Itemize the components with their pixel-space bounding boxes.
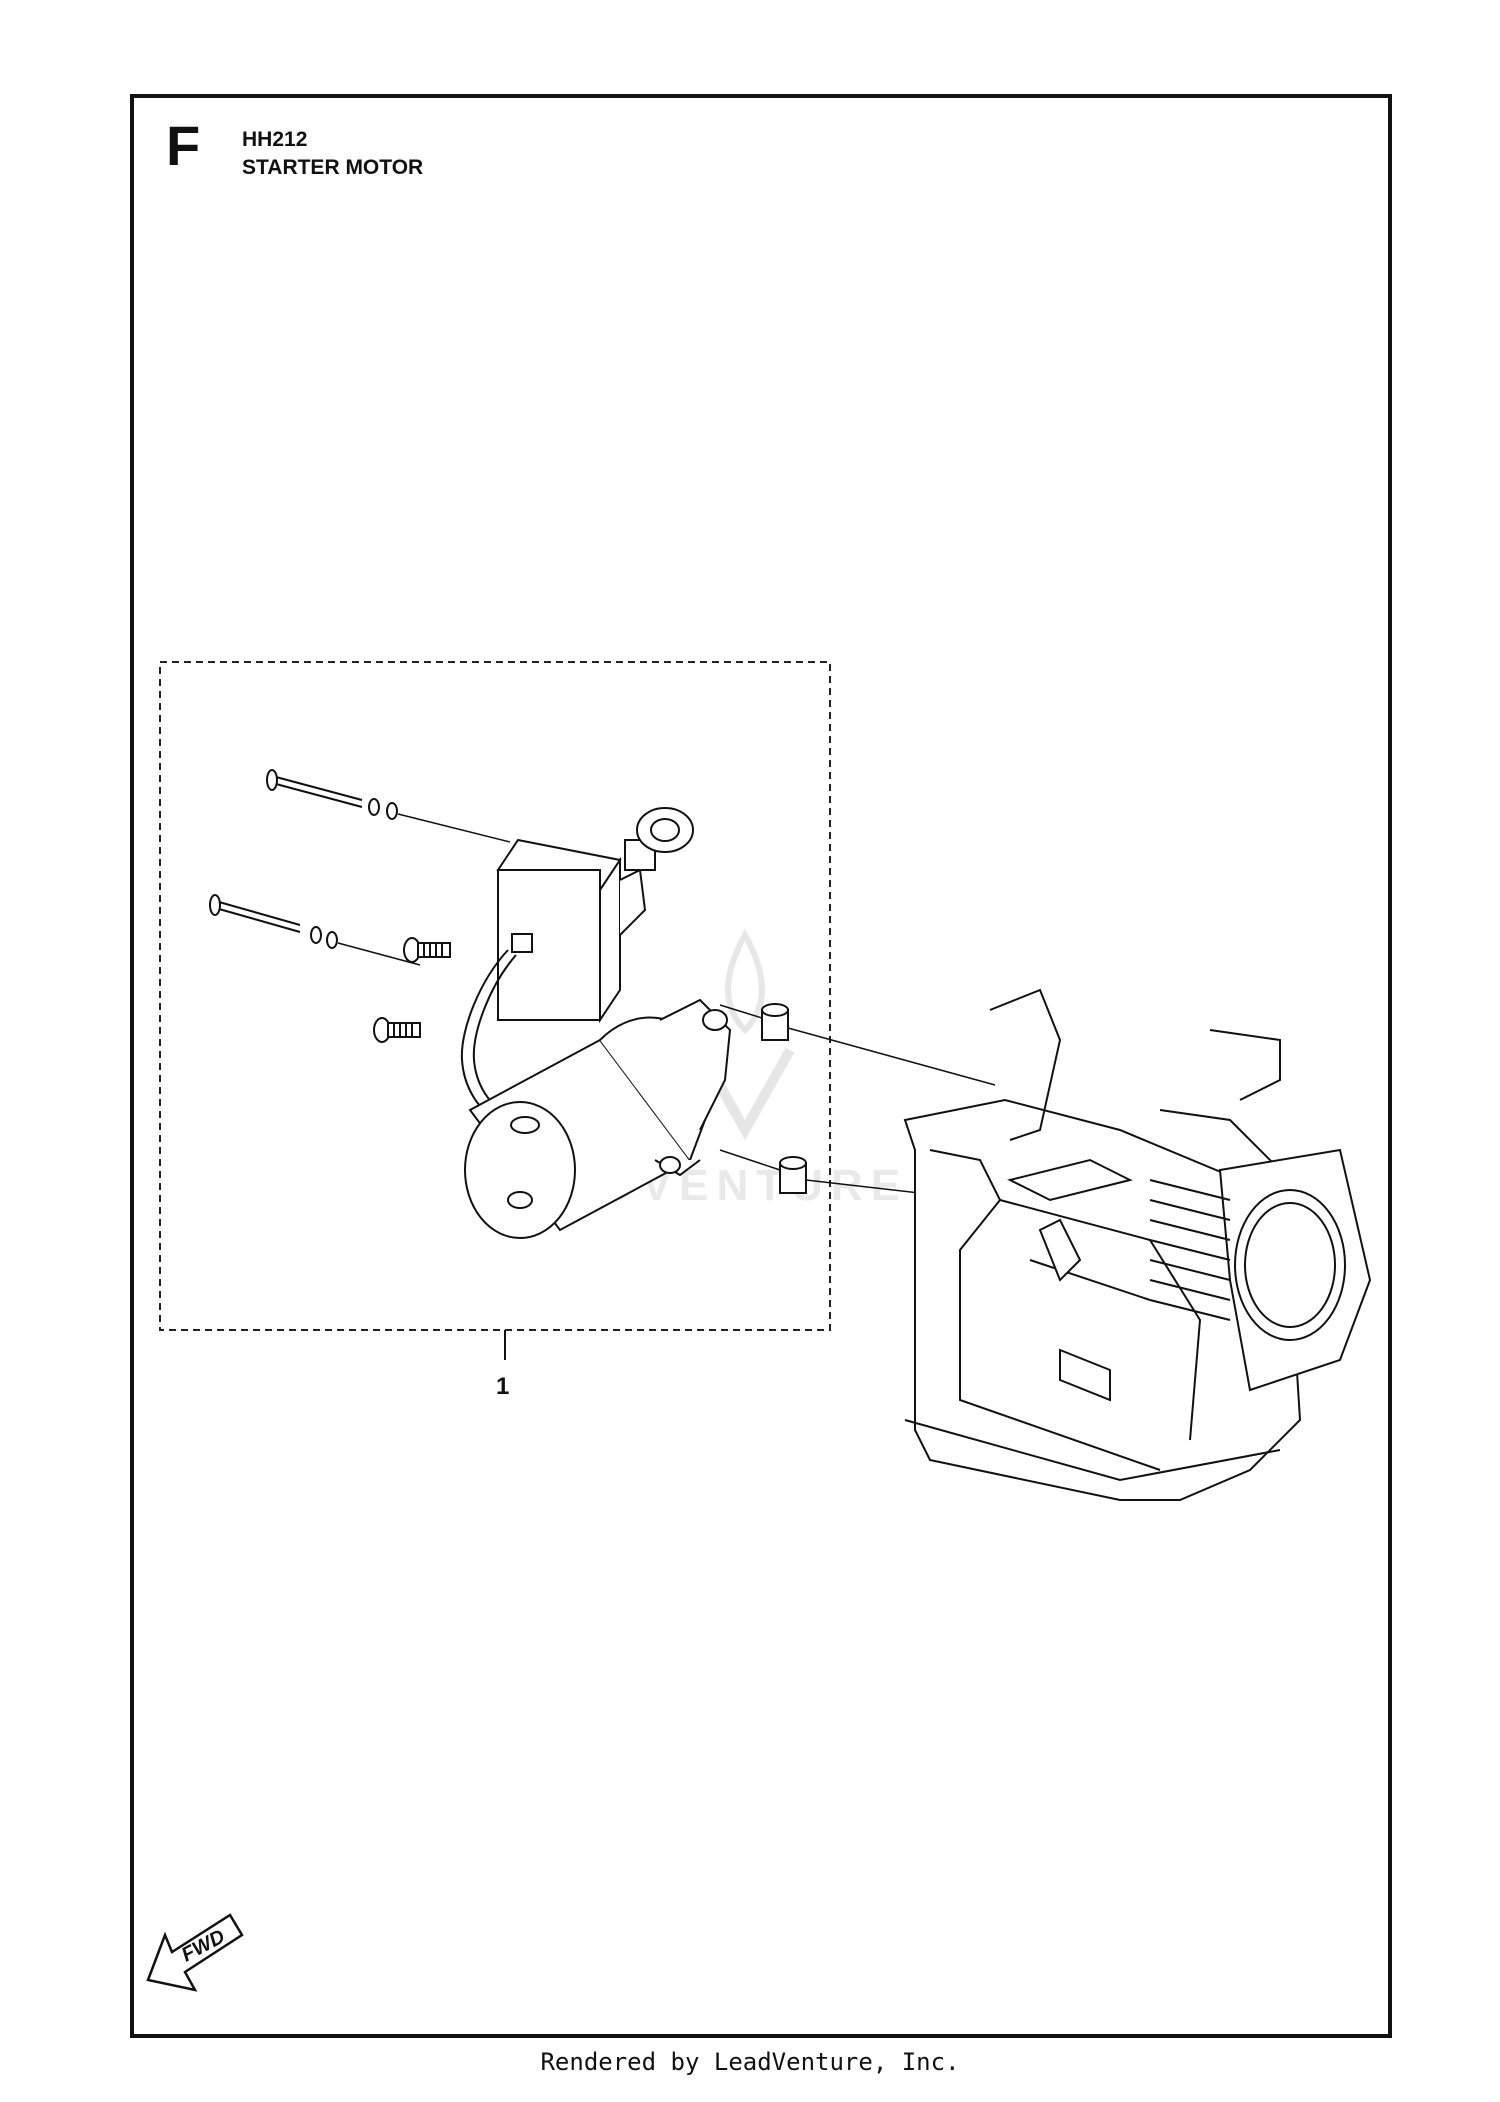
flange-bolt-upper (403, 937, 451, 963)
collar-upper (761, 1003, 789, 1041)
callout-1: 1 (496, 1373, 509, 1400)
lower-through-bolt (209, 894, 421, 966)
engine-crankcase (903, 988, 1302, 1501)
starter-solenoid (496, 807, 694, 1024)
upper-through-bolt (266, 769, 511, 843)
assembly-line (719, 1004, 763, 1019)
diagram-frame (130, 94, 1392, 2038)
footer-credit: Rendered by LeadVenture, Inc. (540, 2048, 960, 2076)
cylinder-head (1007, 1148, 1372, 1392)
section-letter: F (166, 114, 201, 177)
fwd-arrow-icon: FWD (146, 1913, 244, 1992)
flange-bolt-lower (373, 1017, 421, 1043)
model-number: HH212 (242, 128, 308, 151)
kit-boundary-box (159, 661, 831, 1331)
starter-motor (464, 998, 732, 1239)
collar-lower (779, 1156, 807, 1194)
diagram-title: STARTER MOTOR (242, 156, 424, 179)
